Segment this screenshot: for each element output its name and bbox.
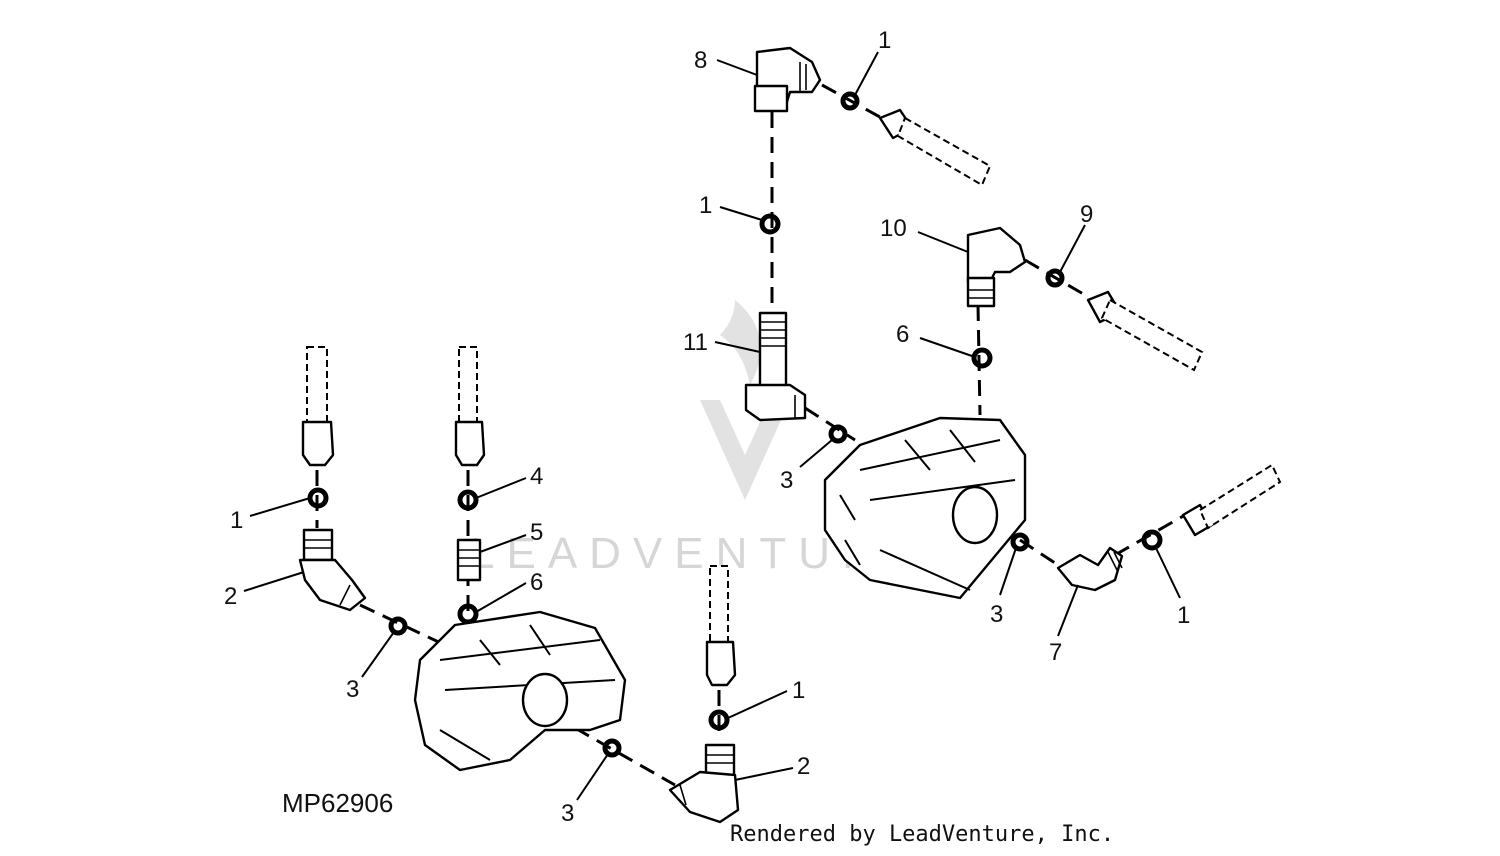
hose-mid-right (1086, 290, 1204, 372)
callout-5: 5 (530, 519, 543, 546)
render-credit: Rendered by LeadVenture, Inc. (730, 822, 1114, 847)
callout-7: 7 (1049, 639, 1062, 666)
callout-labels: 8 1 1 10 9 11 6 3 1 3 7 4 1 5 2 6 3 1 2 … (224, 27, 1190, 827)
callout-11: 11 (683, 329, 708, 356)
hose-left-3 (705, 565, 737, 687)
hydraulic-pump-left (413, 610, 627, 772)
o-ring-top (840, 91, 860, 111)
hose-upper-right (878, 108, 992, 187)
callout-6: 6 (530, 569, 543, 596)
elbow-fitting-7 (1056, 546, 1124, 592)
o-ring-9 (1045, 268, 1065, 288)
hose-left-1 (301, 346, 335, 467)
o-ring-3-right-b (1010, 532, 1030, 552)
nipple-fitting-5 (456, 538, 482, 582)
o-ring-3-left-a (388, 616, 408, 636)
callout-9: 9 (1080, 201, 1093, 228)
callout-1: 1 (699, 192, 712, 219)
watermark-logo (700, 300, 790, 500)
o-ring-1-right (1141, 529, 1163, 551)
callout-10: 10 (880, 215, 907, 242)
callout-1: 1 (230, 507, 243, 534)
callout-4: 4 (530, 463, 543, 490)
o-ring-1-left-b (708, 709, 730, 731)
callout-1: 1 (1177, 602, 1190, 629)
diagram-id: MP62906 (282, 788, 393, 818)
elbow-fitting-2-right (668, 743, 740, 824)
callout-3: 3 (561, 800, 574, 827)
o-ring-3-left-b (602, 738, 622, 758)
callout-3: 3 (990, 601, 1003, 628)
o-ring-4 (457, 489, 479, 511)
elbow-fitting-8 (753, 46, 822, 113)
callout-2: 2 (224, 583, 237, 610)
elbow-fitting-10 (966, 226, 1027, 308)
hydraulic-pump-right (823, 416, 1027, 600)
hose-left-2 (454, 346, 486, 467)
callout-3: 3 (346, 676, 359, 703)
o-ring-3-right-a (828, 424, 848, 444)
callout-3: 3 (780, 467, 793, 494)
callout-8: 8 (694, 47, 707, 74)
leader-lines (243, 51, 1181, 801)
adapter-fitting-11 (744, 311, 807, 422)
assembly-lines (315, 83, 1186, 787)
callout-1: 1 (878, 27, 891, 54)
elbow-fitting-2-left (298, 528, 367, 612)
callout-1: 1 (792, 677, 805, 704)
o-ring-mid (759, 213, 781, 235)
callout-2: 2 (797, 753, 810, 780)
o-ring-6-right (971, 347, 993, 369)
callout-6: 6 (896, 321, 909, 348)
hose-lower-right (1181, 463, 1282, 537)
o-ring-6-left (457, 603, 479, 625)
